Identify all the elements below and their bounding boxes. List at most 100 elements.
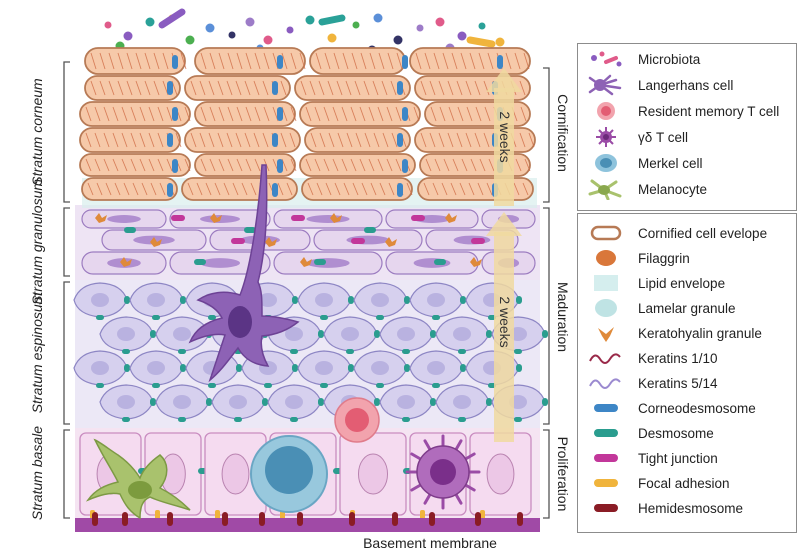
legend-label: Keratins 1/10 xyxy=(638,350,718,366)
tight-junction xyxy=(351,238,365,244)
spinous-nucleus xyxy=(315,293,333,307)
desmosome xyxy=(364,227,376,233)
filaggrin-icon xyxy=(586,247,626,269)
desmosome xyxy=(514,417,522,422)
layer-label-basale: Stratum basale xyxy=(29,425,45,521)
spinous-nucleus xyxy=(117,327,135,341)
spinous-nucleus xyxy=(341,327,359,341)
merkel-cell-icon xyxy=(586,152,626,174)
gd-t-nucleus xyxy=(430,459,456,485)
legend-label: Melanocyte xyxy=(638,181,708,197)
timeline-arrow-upper xyxy=(486,68,522,206)
corneocyte xyxy=(304,127,411,153)
corneocyte xyxy=(424,101,531,127)
legend-label: Keratohyalin granule xyxy=(638,325,762,341)
corneodesmosome xyxy=(397,133,403,147)
corneodesmosome xyxy=(167,81,173,95)
corneocyte xyxy=(194,101,297,127)
legend-item: Merkel cell xyxy=(586,152,703,174)
desmosome xyxy=(432,315,440,320)
stratum-granulosum-cells xyxy=(81,209,536,275)
corneodesmosome xyxy=(277,159,283,173)
desmosome xyxy=(150,398,156,406)
legend-label: Langerhans cell xyxy=(638,77,734,93)
desmosome xyxy=(318,398,324,406)
microbe xyxy=(123,31,133,41)
spinous-nucleus xyxy=(117,395,135,409)
legend-label: Tight junction xyxy=(638,450,718,466)
microbe xyxy=(478,22,486,30)
spinous-nucleus xyxy=(427,361,445,375)
desmosome xyxy=(434,259,446,265)
layer-label-granulosum: Stratum granulosum xyxy=(29,178,45,306)
keratohyalin-granule-icon xyxy=(586,322,626,344)
corneodesmosome xyxy=(172,55,178,69)
desmosome xyxy=(96,383,104,388)
spinous-nucleus xyxy=(397,327,415,341)
desmosome xyxy=(122,349,130,354)
legend-item: Lipid envelope xyxy=(586,272,725,294)
lipid-envelope-icon xyxy=(586,272,626,294)
time-label-upper: 2 weeks xyxy=(497,111,513,163)
microbe xyxy=(286,26,294,34)
stage-label-cornification: Cornification xyxy=(555,94,571,172)
desmosome xyxy=(208,383,216,388)
hemidesmosome xyxy=(517,512,523,526)
desmosome xyxy=(376,383,384,388)
hemidesmosome xyxy=(167,512,173,526)
corneocyte xyxy=(84,75,181,101)
desmosome xyxy=(180,364,186,372)
hemidesmosome xyxy=(297,512,303,526)
legend-label: Corneodesmosome xyxy=(638,400,756,416)
microbe xyxy=(318,14,346,26)
desmosome xyxy=(460,364,466,372)
gamma-delta-t-cell-icon xyxy=(586,126,626,148)
desmosome xyxy=(516,296,522,304)
melanocyte-icon xyxy=(586,178,626,201)
basal-nucleus xyxy=(357,453,389,495)
layer-brackets xyxy=(63,61,70,519)
legend-item: Lamelar granule xyxy=(586,297,736,319)
desmosome xyxy=(180,296,186,304)
legend-label: Hemidesmosome xyxy=(638,500,744,516)
desmosome xyxy=(348,364,354,372)
gamma-delta-t-cell xyxy=(405,434,481,510)
stage-brackets xyxy=(543,67,550,519)
legend-label: Keratins 5/14 xyxy=(638,375,718,391)
cornified-envelope-icon xyxy=(586,222,626,244)
spinous-nucleus xyxy=(453,395,471,409)
spinous-nucleus xyxy=(285,327,303,341)
hemidesmosome xyxy=(392,512,398,526)
spinous-nucleus xyxy=(91,361,109,375)
legend-label: γδ T cell xyxy=(638,129,689,145)
legend-label: Lipid envelope xyxy=(638,275,726,291)
microbe xyxy=(466,36,496,48)
legend-label: Filaggrin xyxy=(638,250,690,266)
desmosome xyxy=(152,383,160,388)
corneodesmosome xyxy=(402,55,408,69)
desmosome xyxy=(290,417,298,422)
desmosome xyxy=(430,398,436,406)
granular-nucleus xyxy=(306,258,350,268)
spinous-nucleus xyxy=(453,327,471,341)
granular-nucleus xyxy=(200,258,240,268)
microbe xyxy=(228,31,236,39)
corneocyte xyxy=(417,177,534,201)
corneodesmosome xyxy=(402,107,408,121)
keratohyalin-granule xyxy=(470,257,482,267)
desmosome xyxy=(124,296,130,304)
desmosome xyxy=(206,398,212,406)
corneodesmosome xyxy=(497,55,503,69)
desmosome xyxy=(262,398,268,406)
melanocyte xyxy=(85,438,191,520)
keratohyalin-granule xyxy=(445,213,457,223)
desmosome xyxy=(236,364,242,372)
tight-junction xyxy=(171,215,185,221)
desmosome xyxy=(460,296,466,304)
corneocyte xyxy=(184,127,301,153)
desmosome xyxy=(320,383,328,388)
hemidesmosome xyxy=(222,512,228,526)
legend-item: Filaggrin xyxy=(586,247,690,269)
legend-label: Focal adhesion xyxy=(638,475,730,491)
granular-nucleus xyxy=(107,215,141,223)
